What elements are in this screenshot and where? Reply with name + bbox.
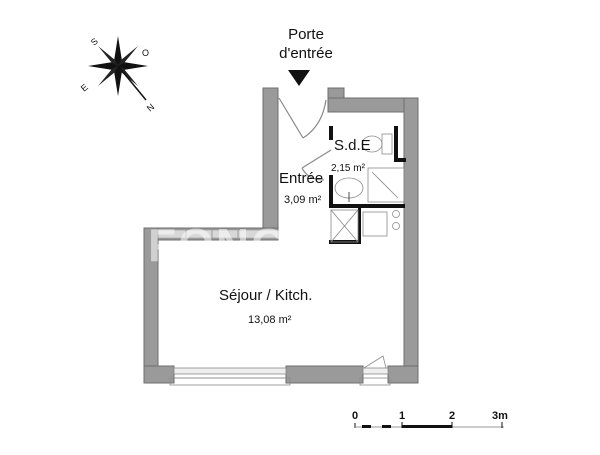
svg-text:N: N (145, 102, 156, 114)
closet-icon (330, 209, 359, 243)
scale-tick-0: 0 (352, 410, 359, 422)
entry-door (278, 97, 327, 139)
svg-text:O: O (142, 48, 149, 58)
svg-text:S: S (89, 36, 100, 48)
shower-icon (367, 167, 405, 203)
scale-bar: 0 1 2 3m (352, 410, 512, 430)
kitchenette-icon (362, 210, 400, 237)
compass-rose-icon: S O E N (79, 36, 156, 114)
bottom-right-window (359, 355, 391, 386)
watermark: FONCIA (148, 219, 337, 271)
room-name-sde: S.d.E (334, 137, 371, 154)
entrance-label-line1: Porte (288, 26, 324, 43)
toilet-icon (361, 133, 393, 155)
room-area-entree: 3,09 m² (284, 194, 322, 206)
scale-tick-3m: 3m (492, 410, 508, 422)
svg-text:E: E (79, 82, 90, 94)
top-window (157, 229, 279, 239)
entrance-arrow-icon (288, 70, 310, 86)
room-area-sejour: 13,08 m² (248, 314, 292, 326)
entrance-label-line2: d'entrée (279, 45, 333, 62)
scale-tick-1: 1 (399, 410, 406, 422)
room-name-entree: Entrée (279, 170, 324, 187)
bottom-window (169, 367, 291, 386)
scale-tick-2: 2 (449, 410, 456, 422)
sink-icon (334, 177, 364, 202)
scale-line (354, 422, 504, 428)
room-area-sde: 2,15 m² (331, 163, 365, 174)
room-name-sejour: Séjour / Kitch. (219, 287, 313, 304)
bathroom-door (301, 149, 332, 181)
entrance-label: Porte d'entrée (266, 25, 346, 63)
